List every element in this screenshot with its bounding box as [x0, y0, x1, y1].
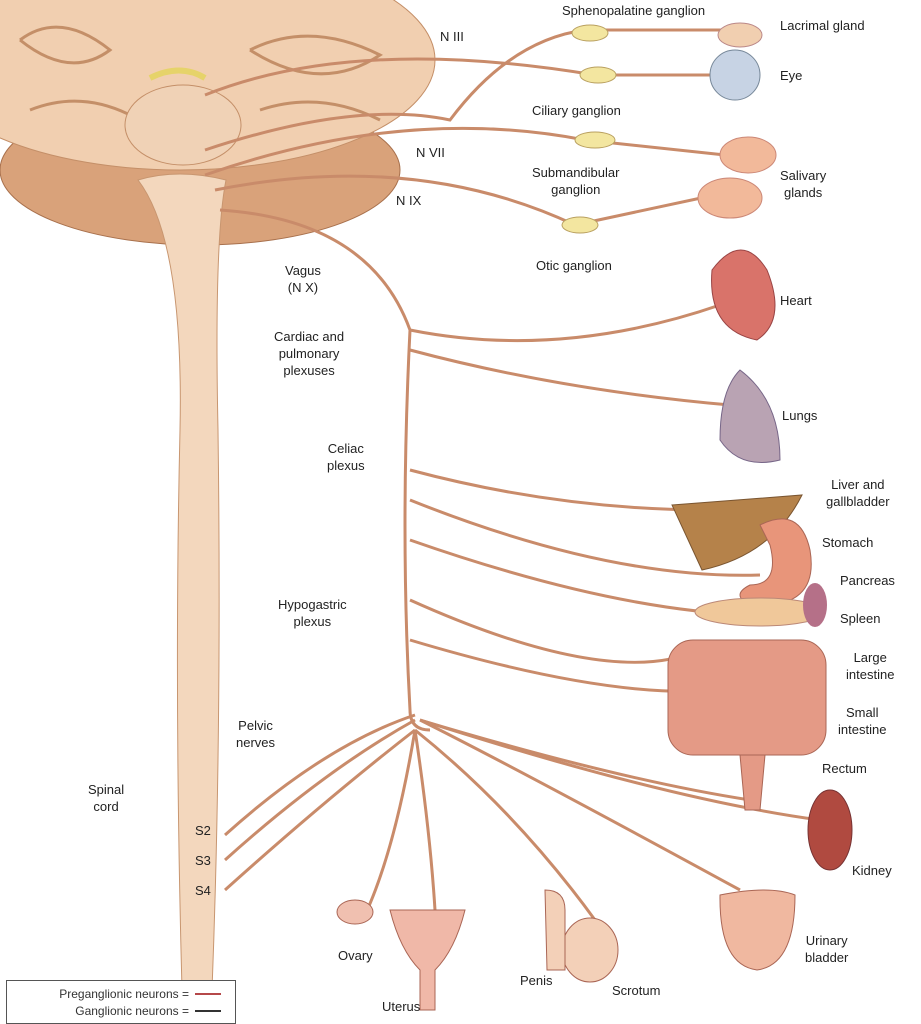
- label-sphenopalatine-ganglion: Sphenopalatine ganglion: [562, 3, 706, 18]
- spinal-cord: [137, 173, 227, 991]
- salivary-gland-2: [697, 177, 763, 219]
- label-s4: S4: [195, 883, 211, 898]
- label-scrotum: Scrotum: [612, 983, 661, 998]
- liver: [671, 494, 803, 571]
- brain: [0, 0, 436, 246]
- lungs: [719, 369, 781, 463]
- kidney: [807, 789, 853, 871]
- label-s2: S2: [195, 823, 211, 838]
- label-vagus: Vagus(N X): [285, 263, 321, 295]
- label-rectum: Rectum: [822, 761, 867, 776]
- spleen: [803, 583, 827, 627]
- ganglionic-swatch: [195, 1010, 221, 1012]
- label-otic-ganglion: Otic ganglion: [536, 258, 612, 273]
- legend: Preganglionic neurons = Ganglionic neuro…: [6, 980, 236, 1024]
- legend-ganglionic: Ganglionic neurons =: [75, 1004, 221, 1018]
- label-lungs: Lungs: [782, 408, 818, 423]
- heart: [711, 249, 776, 341]
- nerves: [204, 28, 821, 921]
- eye: [709, 49, 761, 101]
- ganglia: [561, 24, 617, 234]
- label-n3: N III: [440, 29, 464, 44]
- urinary-bladder: [719, 889, 796, 971]
- legend-preganglionic: Preganglionic neurons =: [59, 987, 221, 1001]
- label-heart: Heart: [780, 293, 812, 308]
- organs: [336, 22, 853, 1011]
- scrotum: [561, 917, 619, 983]
- label-penis: Penis: [520, 973, 553, 988]
- uterus: [389, 909, 466, 1011]
- label-uterus: Uterus: [382, 999, 421, 1014]
- label-lacrimal-gland: Lacrimal gland: [780, 18, 865, 33]
- rectum: [739, 754, 766, 811]
- salivary-gland-1: [719, 136, 777, 174]
- label-kidney: Kidney: [852, 863, 892, 878]
- label-n7: N VII: [416, 145, 445, 160]
- ovary: [336, 899, 374, 925]
- label-pancreas: Pancreas: [840, 573, 895, 588]
- label-spleen: Spleen: [840, 611, 881, 626]
- label-eye: Eye: [780, 68, 803, 83]
- label-ovary: Ovary: [338, 948, 373, 963]
- label-ciliary-ganglion: Ciliary ganglion: [532, 103, 621, 118]
- preganglionic-swatch: [195, 993, 221, 995]
- label-n9: N IX: [396, 193, 422, 208]
- intestines: [667, 639, 827, 756]
- lacrimal-gland: [717, 22, 763, 48]
- label-s3: S3: [195, 853, 211, 868]
- penis: [544, 889, 566, 971]
- label-stomach: Stomach: [822, 535, 874, 550]
